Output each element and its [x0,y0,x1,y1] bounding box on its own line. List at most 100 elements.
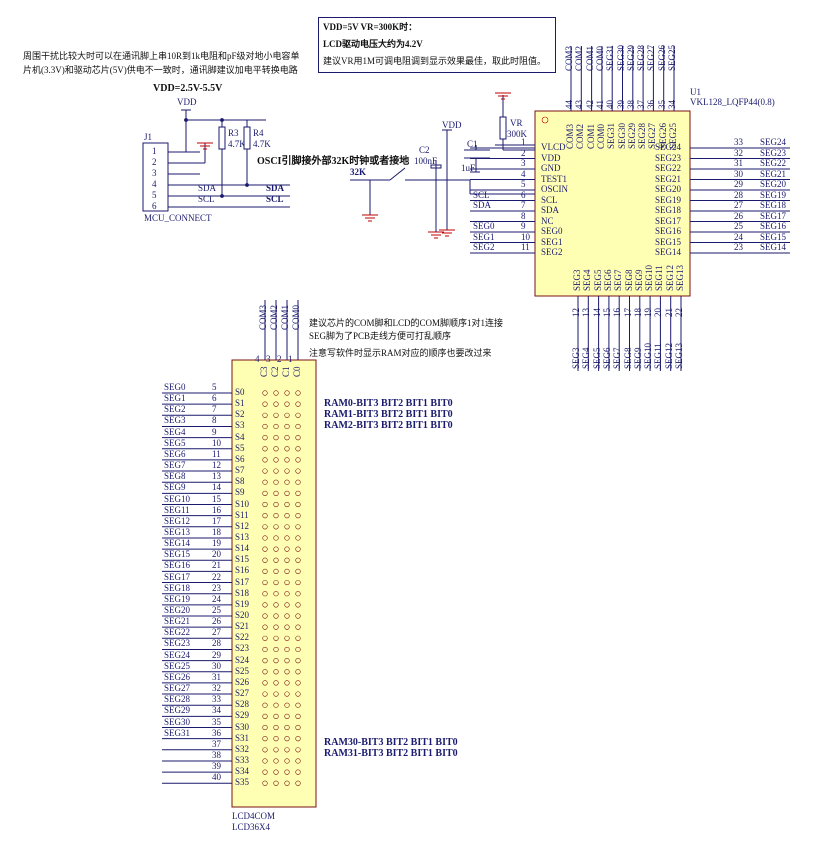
lcd-seg-label: S15 [235,554,250,565]
lcd-ram-label: RAM0-BIT3 BIT2 BIT1 BIT0 [324,398,453,409]
lcd-seg-net-label: SEG4 [164,426,186,437]
ic-right-net-label: SEG21 [760,168,787,179]
lcd-segment-cell [262,535,268,541]
ic-pin-number: 7 [521,200,526,210]
lcd-seg-pin: 7 [212,404,217,415]
vdd-range: VDD=2.5V-5.5V [153,83,223,94]
lcd-com-label: C2 [270,366,280,377]
ic-bottom-net-label: SEG4 [581,347,592,369]
lcd-segment-cell [295,557,301,563]
com-note1: 建议芯片的COM脚和LCD的COM脚顺序1对1连接 [309,318,504,328]
ic-pin-number: 25 [734,221,743,231]
lcd-seg-pin: 15 [212,493,221,504]
ic-pin-name: SEG9 [633,269,644,291]
ic-pin-number: 11 [521,242,530,252]
connector-pin-number: 2 [152,157,157,167]
lcd-segment-cell [295,669,301,675]
lcd-segment-cell [273,780,279,786]
ic-left-net-label: SDA [473,200,492,210]
ic-pin-number: 41 [594,100,605,109]
lcd-seg-label: S10 [235,498,250,509]
lcd-segment-cell [262,423,268,430]
lcd-seg-net-label: SEG28 [164,694,191,705]
ic-pin-number: 37 [636,100,647,109]
lcd-seg-net-label: SEG25 [164,660,191,671]
lcd-segment-cell [262,468,268,474]
lcd-seg-pin: 6 [212,393,217,404]
r3-value: 4.7K [228,139,246,149]
lcd-segment-cell [295,524,301,530]
ic-pin-name: SEG14 [655,247,682,257]
ic-pin-name: SEG1 [541,236,563,247]
lcd-segment-cell [273,468,279,474]
j1-sda: SDA [198,183,217,193]
lcd-seg-net-label: SEG18 [164,582,191,593]
ic-top-net-label: COM0 [594,45,605,71]
lcd-segment-cell [295,468,301,474]
lcd-seg-net-label: SEG7 [164,460,186,471]
lcd-segment-cell [273,557,279,563]
lcd-segment-cell [262,713,268,719]
ic-body [534,110,691,297]
lcd-segment-cell [273,758,279,764]
ic-pin-number: 29 [734,179,743,189]
r4-value: 4.7K [253,139,271,149]
lcd-segment-cell [262,435,268,441]
lcd-seg-label: S6 [235,453,245,464]
lcd-seg-label: S12 [235,520,250,531]
ic-pin-name: SEG22 [655,163,682,173]
lcd-segment-cell [284,579,290,586]
lcd-segment-cell [284,657,290,664]
lcd-segment-cell [273,490,279,496]
lcd-segment-cell [284,780,290,786]
lcd-segment-cell [295,513,301,519]
lcd-ram-label: RAM30-BIT3 BIT2 BIT1 BIT0 [324,737,458,748]
ic-part: VKL128_LQFP44(0.8) [690,97,775,107]
ic-pin-number: 32 [734,147,743,158]
ic-pin-name: COM0 [595,123,606,149]
ic-bottom-net-label: SEG11 [653,343,664,369]
c2-ref: C2 [419,145,430,155]
lcd-segment-cell [273,524,279,530]
osci-note: OSCI引脚接外部32K时钟或者接地 [257,156,410,167]
lcd-segment-cell [295,457,301,463]
ic-pin-number: 4 [521,168,526,179]
lcd-seg-net-label: SEG17 [164,571,191,582]
ic-ref: U1 [690,87,701,97]
ic-right-net-label: SEG19 [760,189,787,200]
ic-pin-number: 14 [591,308,602,317]
ic-right-net-label: SEG20 [760,179,787,189]
ic-pin-number: 34 [667,100,677,109]
ic-pin-number: 18 [632,308,643,317]
lcd-segment-cell [262,624,268,630]
lcd-segment-cell [262,579,268,586]
lcd-segment-cell [284,624,290,630]
lcd-segment-cell [284,457,290,463]
lcd-seg-pin: 31 [212,671,221,682]
lcd-segment-cell [262,657,268,664]
lcd-segment-cell [295,401,301,407]
lcd-segment-cell [262,479,268,485]
connector-pin-number: 4 [152,179,157,189]
lcd-seg-net-label: SEG10 [164,493,191,504]
ic-pin-name: SEG0 [541,226,563,236]
lcd-segment-cell [284,435,290,441]
lcd-seg-label: S1 [235,398,245,409]
lcd-seg-net-label: SEG9 [164,482,186,493]
ic-pin-number: 22 [674,308,684,317]
ic-pin-name: SEG21 [655,173,682,184]
lcd-seg-pin: 37 [212,738,221,749]
ic-pin-number: 16 [612,308,623,317]
ic-pin-number: 26 [734,210,743,221]
ic-right-net-label: SEG23 [760,147,787,158]
lcd-seg-label: S31 [235,732,250,743]
ic-pin-number: 33 [734,137,743,147]
lcd-segment-cell [284,490,290,496]
net-scl: SCL [266,194,284,204]
lcd-seg-label: S33 [235,754,250,765]
lcd-segment-cell [284,557,290,563]
lcd-segment-cell [284,691,290,697]
ic-pin-name: SEG26 [657,122,668,149]
switch-arm [389,167,406,181]
